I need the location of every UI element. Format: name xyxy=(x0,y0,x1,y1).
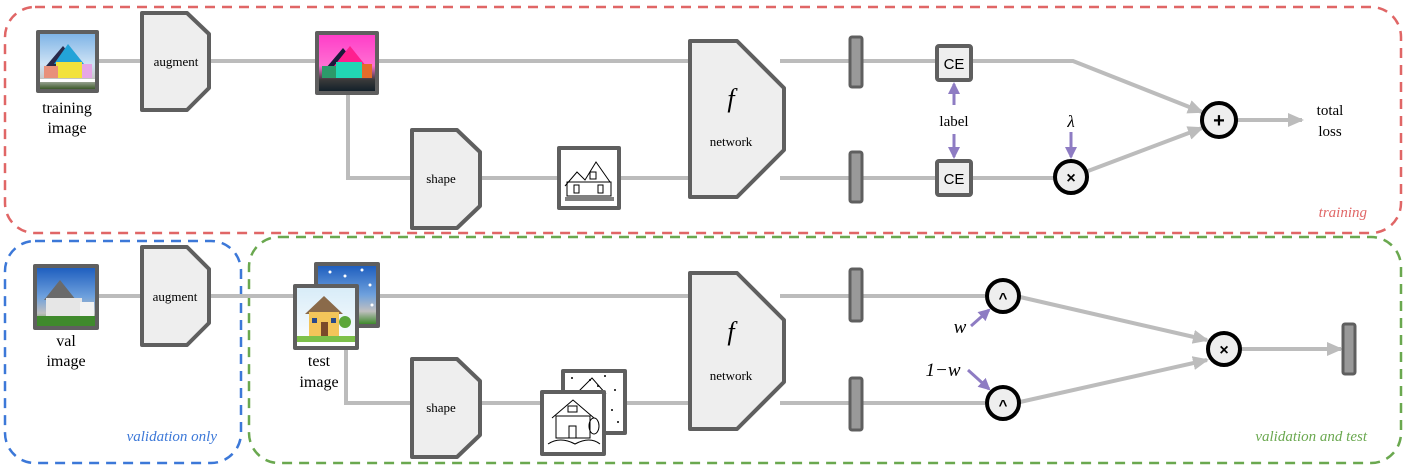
edge-power-top-to-multiply xyxy=(1019,295,1209,344)
label-text: label xyxy=(939,114,968,130)
feature-vector-bottom-training xyxy=(848,150,864,204)
power-op-top xyxy=(985,278,1021,314)
shape-label-training: shape xyxy=(426,171,456,186)
training-image-thumbnail xyxy=(36,30,99,93)
augment-label-validation: augment xyxy=(153,289,198,304)
ce-loss-top xyxy=(935,44,973,82)
ce-loss-bottom xyxy=(935,159,973,197)
val-image-label-line2: image xyxy=(46,353,85,370)
network-label-test: network xyxy=(710,368,753,383)
test-image-thumbnail xyxy=(293,284,359,350)
edge-test-image-to-shape xyxy=(344,350,412,405)
region-training-label: training xyxy=(1319,205,1368,221)
feature-vector-top-training xyxy=(848,35,864,89)
ce-loss-bottom-label: CE xyxy=(944,171,965,188)
network-symbol-test: f xyxy=(727,317,738,346)
plus-op xyxy=(1200,101,1238,139)
shape-image-thumbnail-test xyxy=(540,390,606,456)
multiply-op-test xyxy=(1206,331,1242,367)
training-image-label-line2: image xyxy=(47,120,86,137)
total-loss-line1: total xyxy=(1317,103,1344,119)
multiply-op-training-symbol: × xyxy=(1066,170,1075,187)
augment-node-validation xyxy=(140,245,211,347)
weight-1-minus-w-arrow xyxy=(966,368,991,391)
shape-label-test: shape xyxy=(426,400,456,415)
feature-vector-bottom-test xyxy=(848,376,864,432)
edge-power-bottom-to-multiply xyxy=(1019,356,1209,404)
edge-aug-image-to-shape xyxy=(346,95,412,180)
multiply-op-test-symbol: × xyxy=(1219,342,1228,359)
region-validation-and-test-label: validation and test xyxy=(1255,429,1367,445)
power-op-bottom-symbol: ^ xyxy=(999,397,1008,414)
shape-image-thumbnail-training xyxy=(557,146,621,210)
shape-node-test xyxy=(410,357,482,459)
shape-node-training xyxy=(410,128,482,230)
weight-w-label: w xyxy=(954,317,967,338)
augment-node-training xyxy=(140,11,211,112)
edge-multiply-to-plus xyxy=(1087,126,1204,173)
lambda-symbol: λ xyxy=(1066,112,1074,131)
network-node-training xyxy=(688,39,786,199)
total-loss-line2: loss xyxy=(1318,124,1342,140)
network-label-training: network xyxy=(710,134,753,149)
feature-vector-top-test xyxy=(848,267,864,323)
region-training xyxy=(3,5,1403,235)
network-symbol-training: f xyxy=(727,84,738,113)
test-image-label-line2: image xyxy=(299,374,338,391)
training-image-label-line1: training xyxy=(42,100,92,117)
plus-op-symbol: + xyxy=(1213,110,1225,132)
network-node-test xyxy=(688,271,786,431)
augmented-image-thumbnail xyxy=(315,31,379,95)
edge-ce-top-to-plus xyxy=(972,59,1204,114)
multiply-op-training xyxy=(1053,159,1089,195)
region-validation-only-label: validation only xyxy=(127,429,218,445)
power-op-top-symbol: ^ xyxy=(999,290,1008,307)
test-image-label-line1: test xyxy=(308,353,331,370)
training-edges xyxy=(99,59,1304,180)
weight-1-minus-w-label: 1−w xyxy=(926,360,961,381)
region-validation-and-test xyxy=(247,235,1403,465)
output-vector-test xyxy=(1341,322,1357,376)
test-edges xyxy=(97,294,1343,405)
augment-label-training: augment xyxy=(154,54,199,69)
val-image-label-line1: val xyxy=(56,333,76,350)
power-op-bottom xyxy=(985,385,1021,421)
val-image-thumbnail xyxy=(33,264,99,330)
region-validation-only xyxy=(3,239,243,465)
weight-w-arrow xyxy=(970,308,991,328)
ce-loss-top-label: CE xyxy=(944,56,965,73)
